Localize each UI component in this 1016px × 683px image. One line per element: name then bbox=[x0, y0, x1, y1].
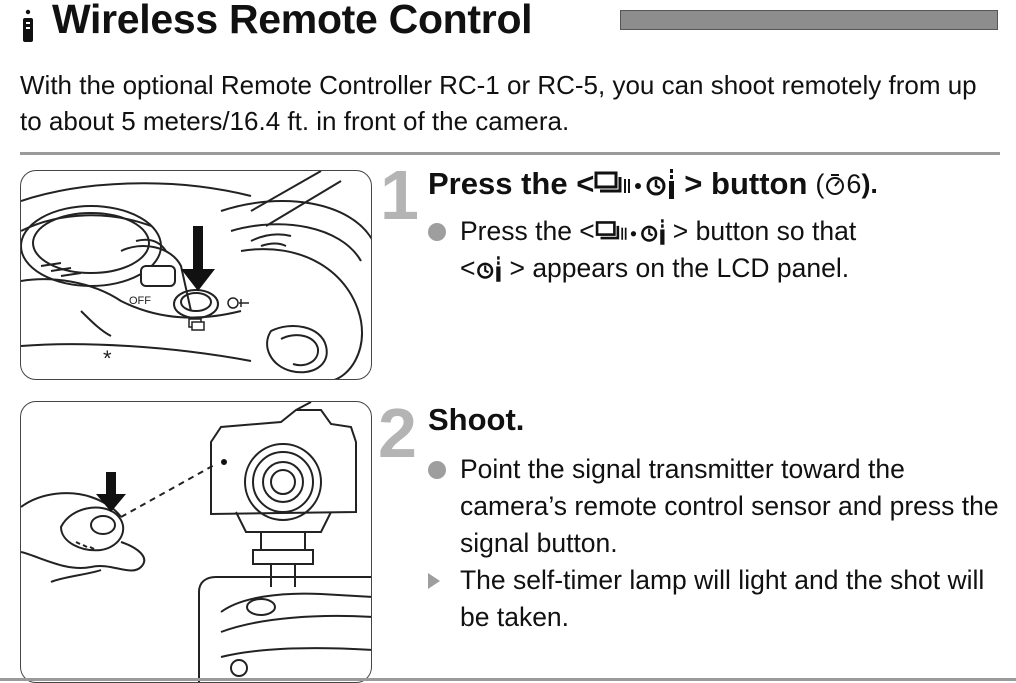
drive-mode-icon bbox=[594, 171, 642, 193]
drive-mode-icon bbox=[595, 220, 636, 240]
remote-camera-drawing bbox=[21, 402, 371, 682]
intro-paragraph: With the optional Remote Controller RC-1… bbox=[20, 70, 977, 136]
step-2-result: The self-timer lamp will light and the s… bbox=[428, 562, 998, 638]
remote-control-icon bbox=[23, 9, 33, 42]
section-divider bbox=[20, 152, 1000, 155]
self-timer-remote-icon bbox=[646, 169, 675, 199]
step-2-bullet-1: Point the signal transmitter toward the … bbox=[428, 451, 999, 563]
page-title: Wireless Remote Control bbox=[52, 0, 533, 42]
result-arrow-icon bbox=[428, 573, 440, 589]
svg-text:*: * bbox=[103, 346, 112, 371]
step-1-title-suffix: > button bbox=[684, 166, 808, 201]
bullet-dot bbox=[428, 223, 446, 241]
self-timer-remote-icon bbox=[477, 255, 501, 282]
step-2-bullet-1-text: Point the signal transmitter toward the … bbox=[460, 454, 999, 558]
self-timer-remote-icon bbox=[640, 218, 665, 245]
step-2-title: Shoot. bbox=[428, 402, 525, 437]
camera-drive-button-illustration: OFF * bbox=[20, 170, 372, 380]
step-2-number: 2 bbox=[378, 394, 417, 472]
step-1-bullet: Press the < > button so that < bbox=[428, 213, 998, 293]
title-decoration-bar bbox=[620, 10, 998, 30]
camera-top-drawing: OFF * bbox=[21, 171, 371, 379]
svg-text:OFF: OFF bbox=[129, 295, 151, 307]
page-reference-icon bbox=[826, 174, 845, 195]
step-1-number: 1 bbox=[380, 156, 419, 234]
step-1-title-prefix: Press the < bbox=[428, 166, 595, 201]
remote-controller-camera-illustration bbox=[20, 401, 372, 683]
step-2-result-text: The self-timer lamp will light and the s… bbox=[460, 565, 985, 632]
page-reference: ( 6 ). bbox=[815, 168, 878, 199]
bullet-dot bbox=[428, 461, 446, 479]
step-1-bullet-text: Press the < > button so that < bbox=[460, 216, 857, 283]
step-1-title: Press the < > button ( 6 ). bbox=[428, 166, 878, 202]
page-header: Wireless Remote Control bbox=[0, 0, 1016, 48]
page-bottom-rule bbox=[0, 678, 1016, 681]
